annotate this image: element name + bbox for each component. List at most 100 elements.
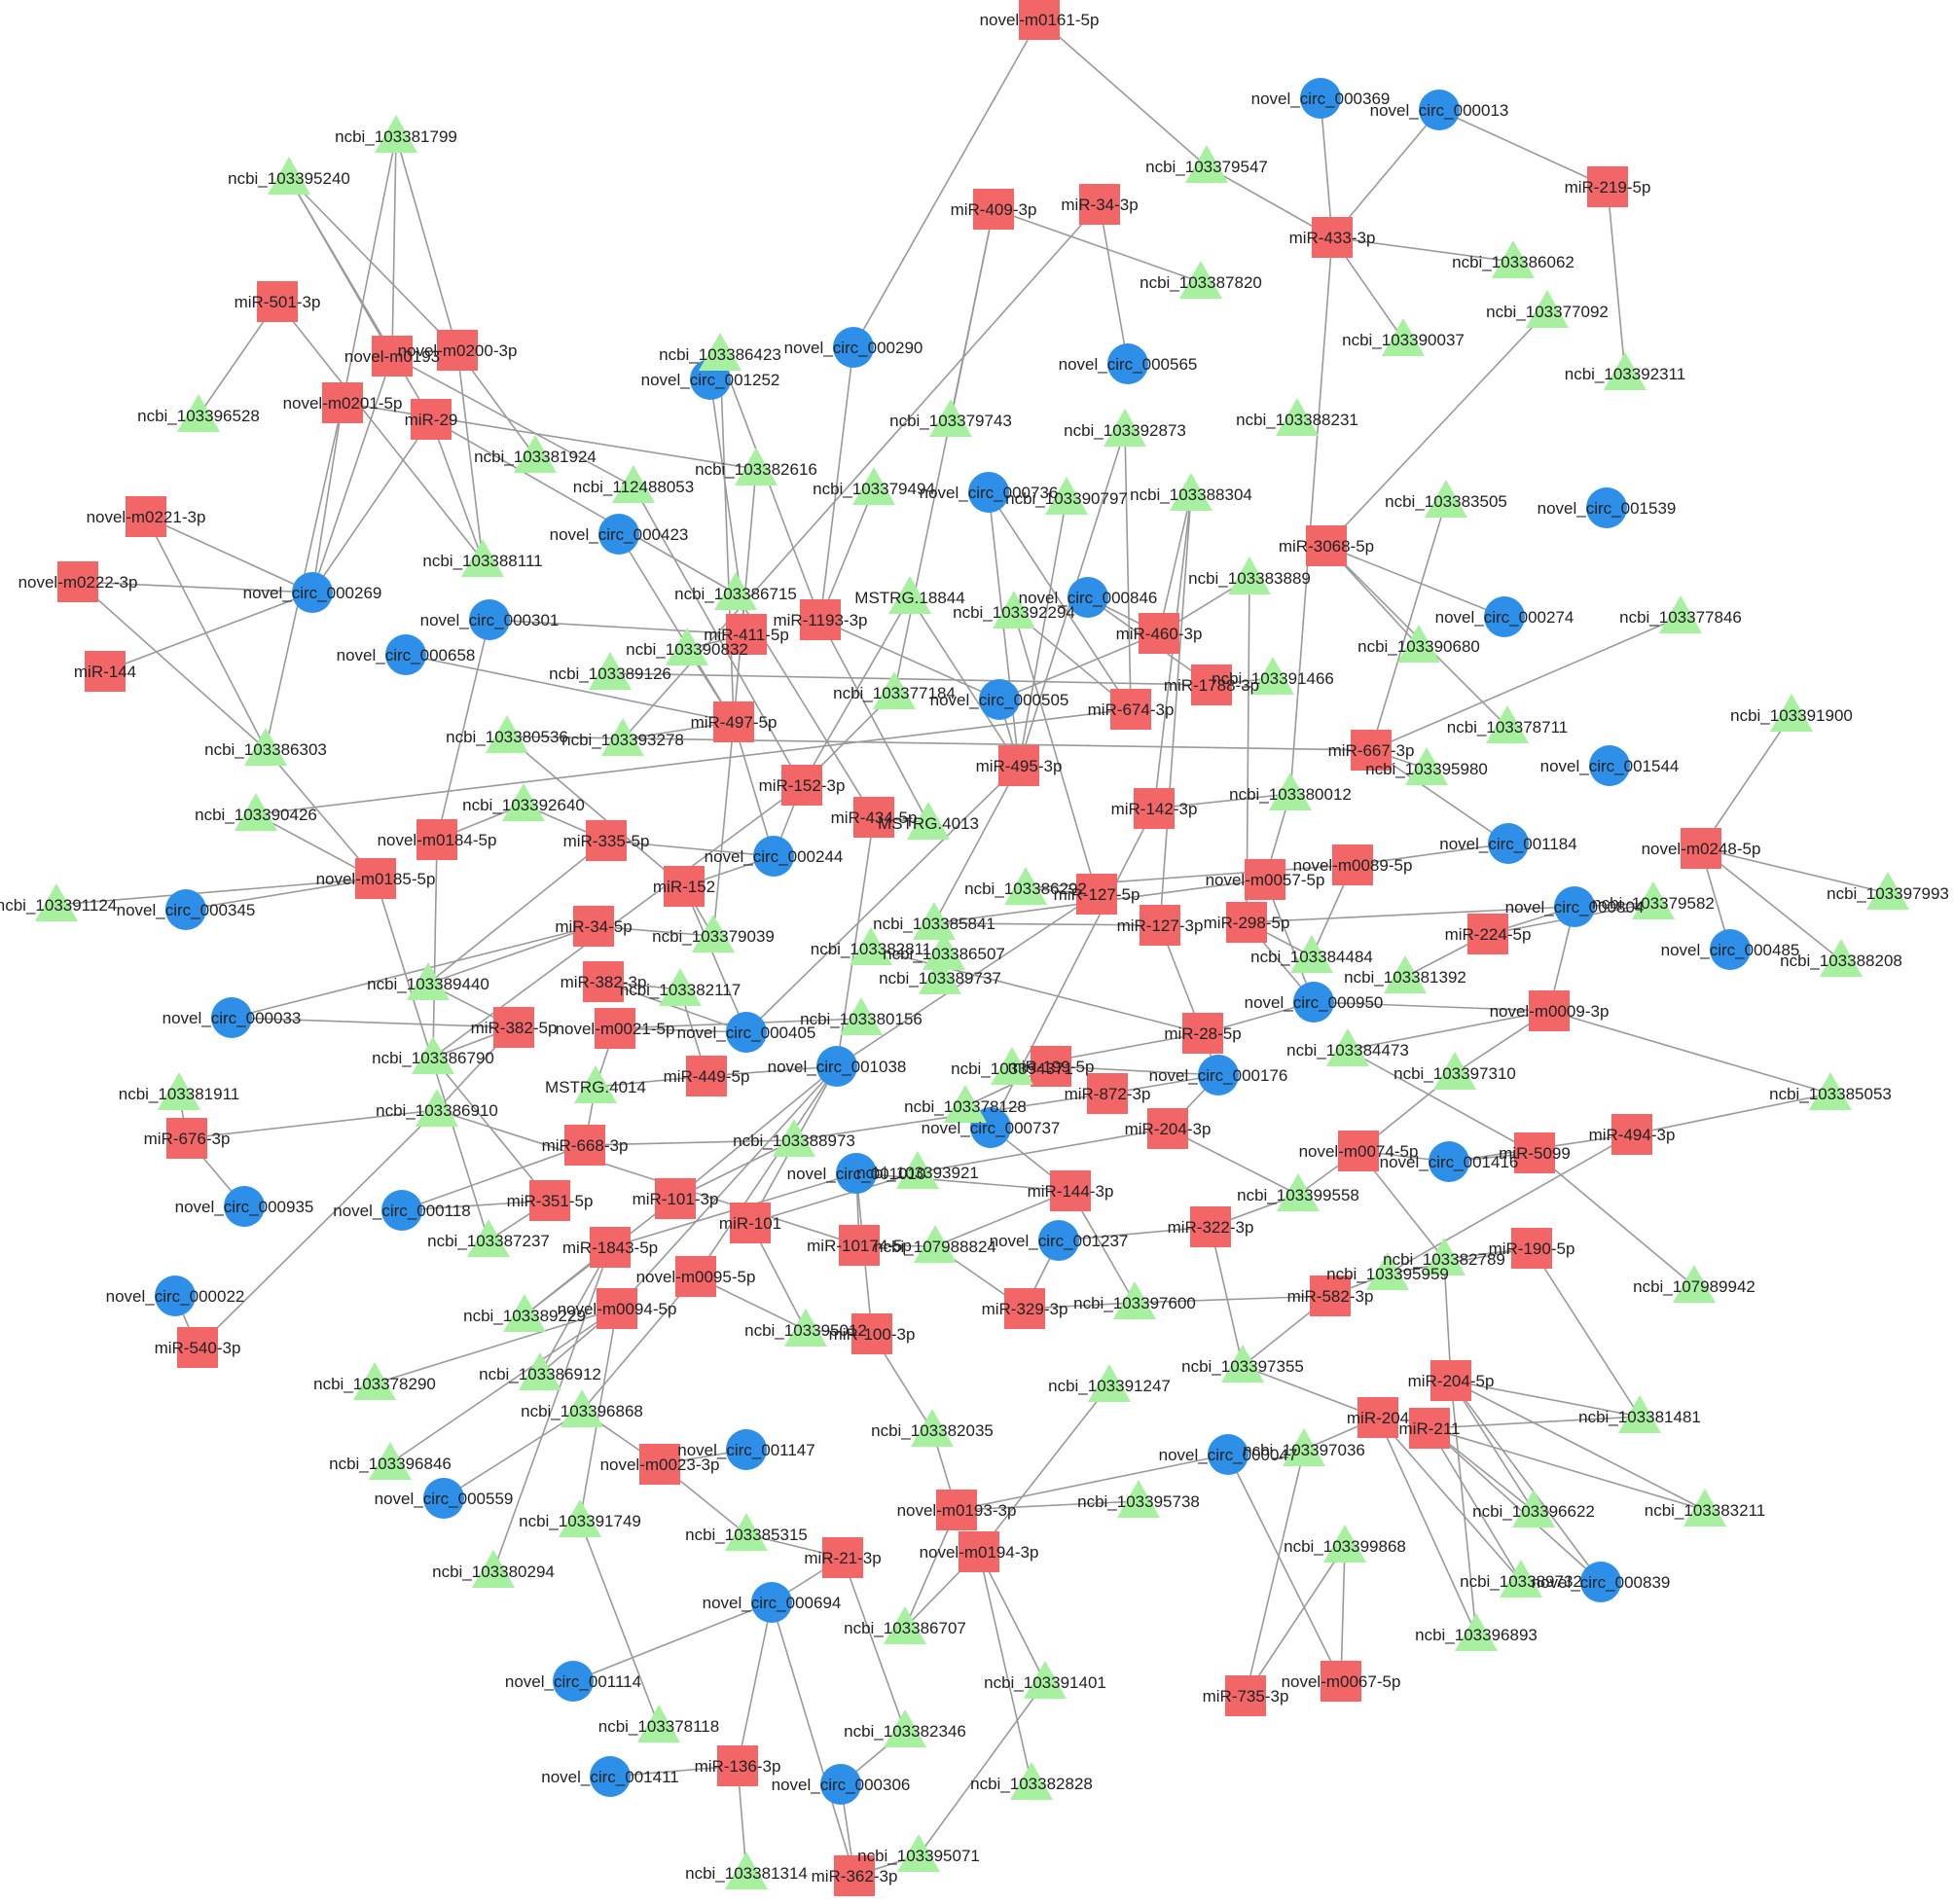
node-mrna[interactable] (1277, 1173, 1320, 1211)
node-circrna[interactable] (385, 634, 426, 675)
node-mrna[interactable] (1113, 1281, 1156, 1319)
node-mirna[interactable] (655, 1178, 696, 1219)
node-mrna[interactable] (1673, 1265, 1716, 1303)
node-mrna[interactable] (897, 1834, 940, 1872)
node-mrna[interactable] (353, 1362, 396, 1400)
node-mirna[interactable] (675, 1256, 716, 1297)
node-mrna[interactable] (177, 394, 220, 432)
node-mrna[interactable] (659, 968, 702, 1006)
node-mrna[interactable] (699, 333, 742, 371)
node-mrna[interactable] (919, 956, 961, 994)
node-mirna[interactable] (1332, 844, 1373, 885)
node-circrna[interactable] (836, 1153, 877, 1194)
node-mrna[interactable] (1500, 1560, 1542, 1598)
node-mrna[interactable] (1618, 1395, 1661, 1433)
node-mrna[interactable] (1770, 694, 1813, 732)
node-mrna[interactable] (929, 399, 972, 437)
node-mirna[interactable] (126, 496, 166, 537)
node-circrna[interactable] (751, 1582, 792, 1623)
node-mirna[interactable] (1351, 730, 1392, 771)
node-mrna[interactable] (472, 1550, 515, 1588)
node-mrna[interactable] (692, 915, 735, 952)
node-mrna[interactable] (884, 1606, 926, 1644)
node-mrna[interactable] (574, 1065, 617, 1103)
node-mrna[interactable] (784, 1309, 827, 1347)
node-mirna[interactable] (730, 1203, 771, 1243)
node-circrna[interactable] (211, 997, 252, 1038)
node-mirna[interactable] (1087, 1073, 1128, 1114)
node-mrna[interactable] (35, 883, 78, 921)
node-mrna[interactable] (1117, 1480, 1160, 1518)
node-mrna[interactable] (559, 1499, 601, 1537)
node-mirna[interactable] (959, 1531, 999, 1572)
node-mrna[interactable] (1269, 772, 1312, 810)
node-mrna[interactable] (991, 1047, 1033, 1085)
node-mrna[interactable] (873, 671, 916, 709)
node-mrna[interactable] (888, 576, 931, 614)
node-circrna[interactable] (1067, 577, 1108, 618)
node-mrna[interactable] (993, 591, 1035, 629)
node-mrna[interactable] (914, 1225, 957, 1263)
node-circrna[interactable] (1586, 487, 1627, 528)
node-circrna[interactable] (1484, 596, 1525, 637)
node-mirna[interactable] (1019, 0, 1060, 40)
node-mrna[interactable] (725, 1513, 768, 1551)
node-mirna[interactable] (595, 1008, 635, 1049)
node-mrna[interactable] (561, 1389, 603, 1427)
node-mirna[interactable] (1147, 1108, 1188, 1149)
node-mirna[interactable] (1191, 665, 1232, 705)
node-mirna[interactable] (834, 1855, 875, 1896)
node-circrna[interactable] (1293, 982, 1334, 1023)
node-circrna[interactable] (968, 472, 1009, 513)
node-mirna[interactable] (1110, 689, 1151, 730)
node-circrna[interactable] (979, 679, 1020, 720)
node-mrna[interactable] (923, 932, 965, 970)
node-mrna[interactable] (850, 927, 892, 965)
node-mrna[interactable] (735, 448, 778, 485)
node-mirna[interactable] (1611, 1114, 1652, 1155)
node-mirna[interactable] (322, 382, 363, 423)
node-mirna[interactable] (1139, 613, 1179, 654)
node-circrna[interactable] (224, 1186, 265, 1227)
node-mirna[interactable] (1529, 990, 1570, 1031)
node-mirna[interactable] (1226, 902, 1267, 943)
node-mrna[interactable] (714, 572, 757, 610)
node-mirna[interactable] (1409, 1408, 1450, 1449)
node-circrna[interactable] (1710, 929, 1751, 970)
node-mrna[interactable] (1382, 318, 1425, 356)
node-mrna[interactable] (1425, 480, 1467, 518)
node-mrna[interactable] (503, 1294, 546, 1332)
node-mirna[interactable] (726, 614, 767, 655)
node-mrna[interactable] (1809, 1072, 1852, 1110)
node-mirna[interactable] (1321, 1661, 1361, 1702)
node-circrna[interactable] (726, 1429, 767, 1470)
node-mirna[interactable] (493, 1007, 534, 1048)
node-circrna[interactable] (1429, 1141, 1469, 1182)
node-mrna[interactable] (1632, 881, 1675, 919)
node-mrna[interactable] (773, 1119, 815, 1157)
node-mirna[interactable] (372, 336, 413, 377)
node-mrna[interactable] (884, 1709, 926, 1747)
node-mirna[interactable] (639, 1444, 680, 1485)
node-mirna[interactable] (1182, 1013, 1223, 1054)
node-mrna[interactable] (852, 467, 895, 505)
node-circrna[interactable] (292, 572, 333, 613)
node-circrna[interactable] (726, 1012, 767, 1053)
node-mrna[interactable] (467, 1219, 510, 1257)
node-mrna[interactable] (1323, 1525, 1366, 1563)
node-mrna[interactable] (1170, 473, 1212, 511)
node-mrna[interactable] (1228, 557, 1271, 594)
node-mirna[interactable] (355, 858, 396, 899)
node-mirna[interactable] (1587, 166, 1628, 207)
node-mrna[interactable] (412, 1036, 454, 1074)
node-mrna[interactable] (268, 157, 310, 195)
node-mrna[interactable] (1185, 145, 1228, 183)
node-mrna[interactable] (1433, 1052, 1476, 1090)
node-mrna[interactable] (244, 728, 287, 766)
node-mrna[interactable] (519, 1352, 561, 1390)
node-circrna[interactable] (816, 1046, 857, 1087)
node-mirna[interactable] (590, 1227, 631, 1268)
node-circrna[interactable] (155, 1275, 196, 1316)
node-mrna[interactable] (1366, 1252, 1409, 1290)
node-mirna[interactable] (586, 820, 627, 861)
